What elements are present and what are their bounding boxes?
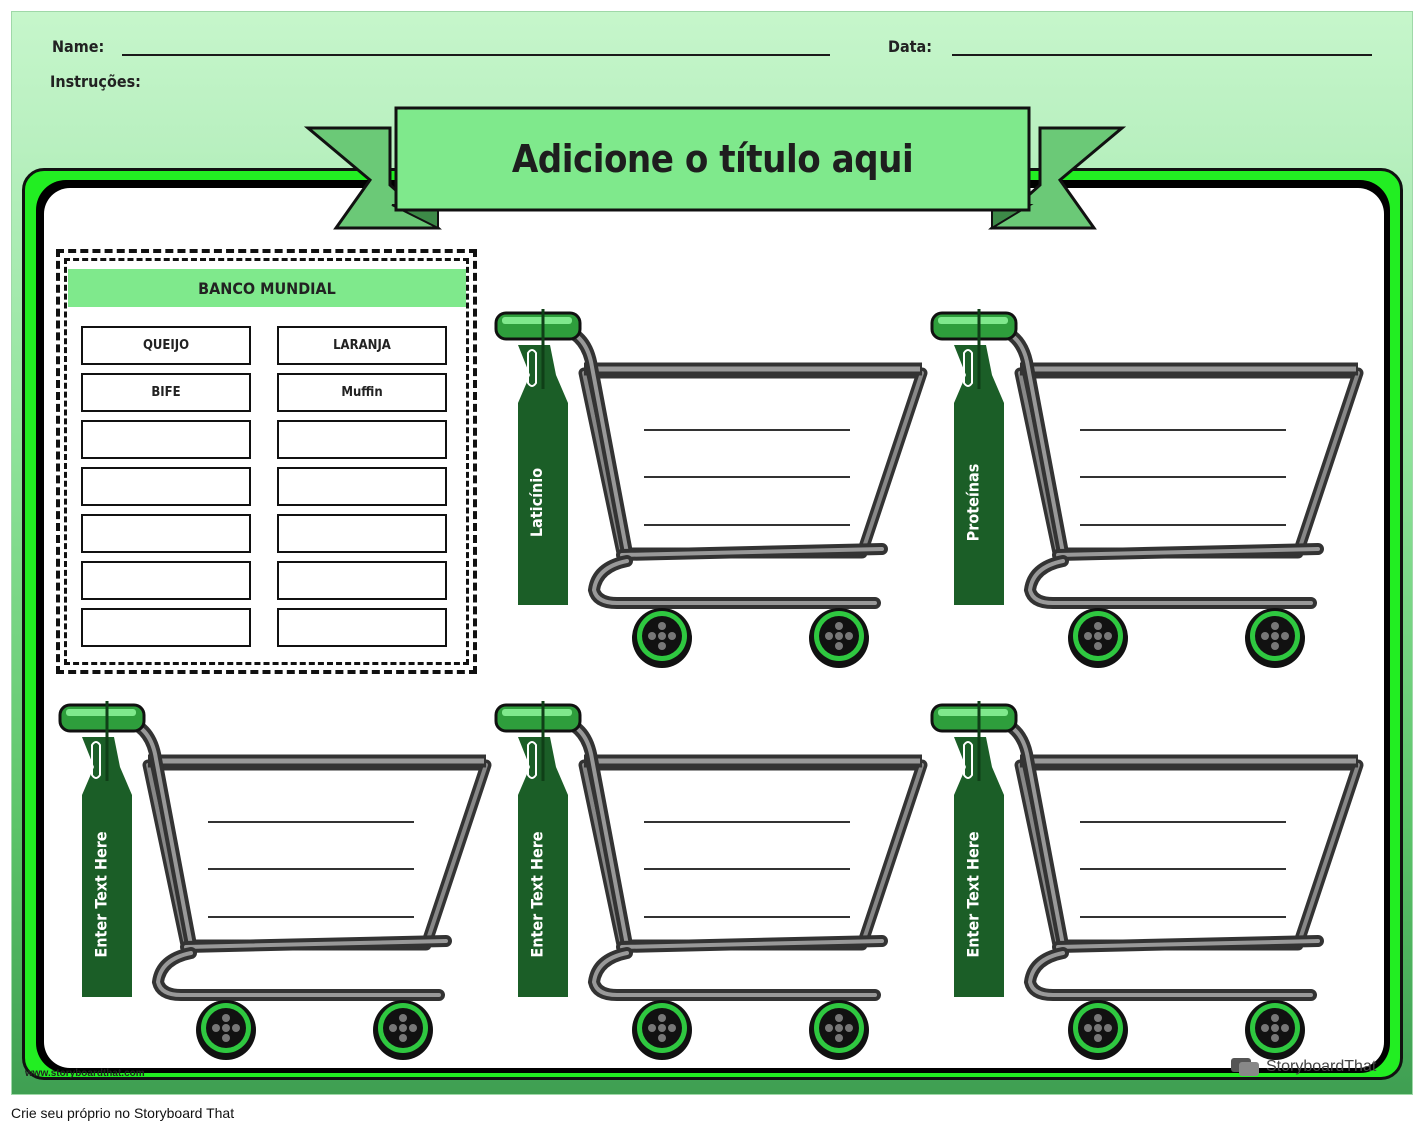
word-bank-box[interactable] (277, 420, 447, 459)
shopping-cart-2: Proteínas (928, 305, 1368, 675)
cart-category-label: Enter Text Here (527, 830, 547, 958)
word-bank-heading: BANCO MUNDIAL (68, 269, 466, 307)
watermark-url: www.storyboardthat.com (25, 1068, 145, 1079)
word-bank-box[interactable] (277, 561, 447, 600)
brand-name: StoryboardThat (1266, 1058, 1377, 1075)
name-field[interactable] (122, 54, 830, 56)
shopping-cart-5: Enter Text Here (928, 697, 1368, 1067)
word-bank-box[interactable] (81, 420, 251, 459)
word-bank-box[interactable] (81, 467, 251, 506)
word-bank-box[interactable]: BIFE (81, 373, 251, 412)
word-bank-border (56, 249, 477, 674)
shopping-cart-icon (58, 701, 492, 1060)
cart-category-label: Enter Text Here (91, 830, 111, 958)
date-label: Data: (888, 37, 933, 56)
cart-tag[interactable]: Proteínas (947, 387, 999, 617)
word-bank-box[interactable] (81, 561, 251, 600)
shopping-cart-4: Enter Text Here (492, 697, 932, 1067)
storyboardthat-logo: StoryboardThat (1230, 1056, 1400, 1078)
shopping-cart-icon (494, 309, 928, 668)
shopping-cart-1: Laticínio (492, 305, 932, 675)
cart-tag[interactable]: Enter Text Here (511, 779, 563, 1009)
worksheet-title[interactable]: Adicione o título aqui (511, 137, 914, 181)
chat-bubble-icon (1231, 1058, 1259, 1076)
word-bank-box[interactable]: QUEIJO (81, 326, 251, 365)
cart-tag[interactable]: Enter Text Here (75, 779, 127, 1009)
shopping-cart-icon (930, 701, 1364, 1060)
shopping-cart-icon (930, 309, 1364, 668)
word-bank-box[interactable] (81, 608, 251, 647)
cart-tag[interactable]: Enter Text Here (947, 779, 999, 1009)
word-bank-box[interactable] (277, 608, 447, 647)
title-banner (303, 106, 1127, 230)
word-bank-inner-border (64, 258, 469, 665)
cart-category-label: Laticínio (527, 467, 547, 537)
instructions-label: Instruções: (50, 72, 141, 91)
footer-text[interactable]: Crie seu próprio no Storyboard That (11, 1105, 235, 1121)
word-bank-box[interactable]: Muffin (277, 373, 447, 412)
date-field[interactable] (952, 54, 1372, 56)
word-bank-box[interactable] (277, 514, 447, 553)
cart-category-label: Proteínas (963, 463, 983, 541)
word-bank-box[interactable] (81, 514, 251, 553)
shopping-cart-icon (494, 701, 928, 1060)
word-bank-box[interactable]: LARANJA (277, 326, 447, 365)
name-label: Name: (52, 37, 105, 56)
word-bank-box[interactable] (277, 467, 447, 506)
cart-tag[interactable]: Laticínio (511, 387, 563, 617)
cart-category-label: Enter Text Here (963, 830, 983, 958)
shopping-cart-3: Enter Text Here (56, 697, 496, 1067)
